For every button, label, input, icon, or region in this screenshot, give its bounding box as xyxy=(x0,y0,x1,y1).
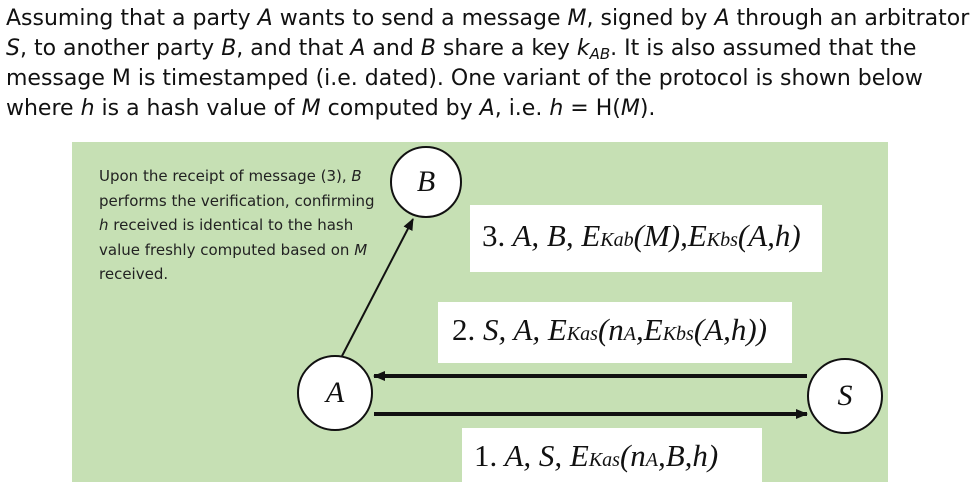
message-number: 2. xyxy=(452,312,476,347)
party-a-node: A xyxy=(297,355,373,431)
message-parties: A, B, xyxy=(512,218,582,253)
intro-text: computed by xyxy=(320,96,480,121)
intro-text: ). xyxy=(639,96,656,121)
key-subscript: Kbs xyxy=(662,323,694,345)
encryption-symbol: E xyxy=(643,312,663,347)
message-3-label: 3. A, B, EKab(M),EKbs(A,h) xyxy=(470,205,822,272)
intro-text: Assuming that a party xyxy=(6,6,258,31)
encryption-symbol: E xyxy=(687,218,707,253)
key-subscript: Kbs xyxy=(706,229,738,251)
message-number: 3. xyxy=(482,218,506,253)
key-symbol: k xyxy=(576,36,590,61)
message-symbol: M xyxy=(301,96,321,121)
encrypted-content: (A,h) xyxy=(737,218,801,253)
encrypted-content: , xyxy=(636,312,644,347)
intro-paragraph: Assuming that a party A wants to send a … xyxy=(6,4,974,124)
nonce-subscript: A xyxy=(645,449,658,471)
hash-symbol: h xyxy=(549,96,564,121)
arbitrator-symbol: S xyxy=(6,36,20,61)
encrypted-content: (n xyxy=(597,312,624,347)
key-subscript: Kas xyxy=(588,449,620,471)
arbitrator-s-node: S xyxy=(807,358,883,434)
message-parties: A, S, xyxy=(504,438,570,473)
message-parties: S, A, xyxy=(483,312,548,347)
encryption-symbol: E xyxy=(569,438,589,473)
key-subscript: Kas xyxy=(566,323,598,345)
message-symbol: M xyxy=(567,6,587,31)
message-symbol: M xyxy=(620,96,640,121)
message-1-label: 1. A, S, EKas(nA,B,h) xyxy=(462,428,762,484)
arrow-a-to-b xyxy=(341,218,414,357)
intro-text: and xyxy=(365,36,421,61)
intro-text: , i.e. xyxy=(494,96,550,121)
intro-text: , to another party xyxy=(19,36,222,61)
party-b-symbol: B xyxy=(351,167,362,185)
party-b-symbol: B xyxy=(221,36,237,61)
encrypted-content: (M), xyxy=(633,218,688,253)
nonce-subscript: A xyxy=(623,323,636,345)
hash-symbol: h xyxy=(80,96,95,121)
encrypted-content: (A,h)) xyxy=(693,312,767,347)
party-a-symbol: A xyxy=(479,96,495,121)
encryption-symbol: E xyxy=(581,218,601,253)
party-b-node: B xyxy=(390,146,462,218)
party-a-symbol: A xyxy=(350,36,366,61)
note-text: received. xyxy=(99,265,169,283)
encrypted-content: (n xyxy=(619,438,646,473)
intro-text: through an arbitrator xyxy=(729,6,970,31)
note-text: performs the verification, confirming xyxy=(99,191,375,210)
message-2-label: 2. S, A, EKas(nA,EKbs(A,h)) xyxy=(438,302,792,363)
party-a-symbol: A xyxy=(257,6,273,31)
message-symbol: M xyxy=(354,240,368,259)
intro-text: share a key xyxy=(435,36,577,61)
note-text: Upon the receipt of message (3), xyxy=(99,167,352,185)
note-text: received is identical to the hash value … xyxy=(99,216,355,259)
encrypted-content: ,B,h) xyxy=(658,438,719,473)
intro-text: . It is also assumed that the message M … xyxy=(6,36,923,121)
verification-note: Upon the receipt of message (3), B perfo… xyxy=(99,164,384,287)
message-number: 1. xyxy=(474,438,498,473)
intro-text: = H( xyxy=(563,96,621,121)
hash-symbol: h xyxy=(99,216,109,234)
encryption-symbol: E xyxy=(547,312,567,347)
key-subscript: Kab xyxy=(600,229,634,251)
intro-text: , and that xyxy=(236,36,351,61)
key-subscript: AB xyxy=(589,45,611,63)
party-b-symbol: B xyxy=(420,36,436,61)
intro-text: , signed by xyxy=(586,6,715,31)
intro-text: is a hash value of xyxy=(94,96,302,121)
intro-text: wants to send a message xyxy=(272,6,568,31)
party-a-symbol: A xyxy=(714,6,730,31)
